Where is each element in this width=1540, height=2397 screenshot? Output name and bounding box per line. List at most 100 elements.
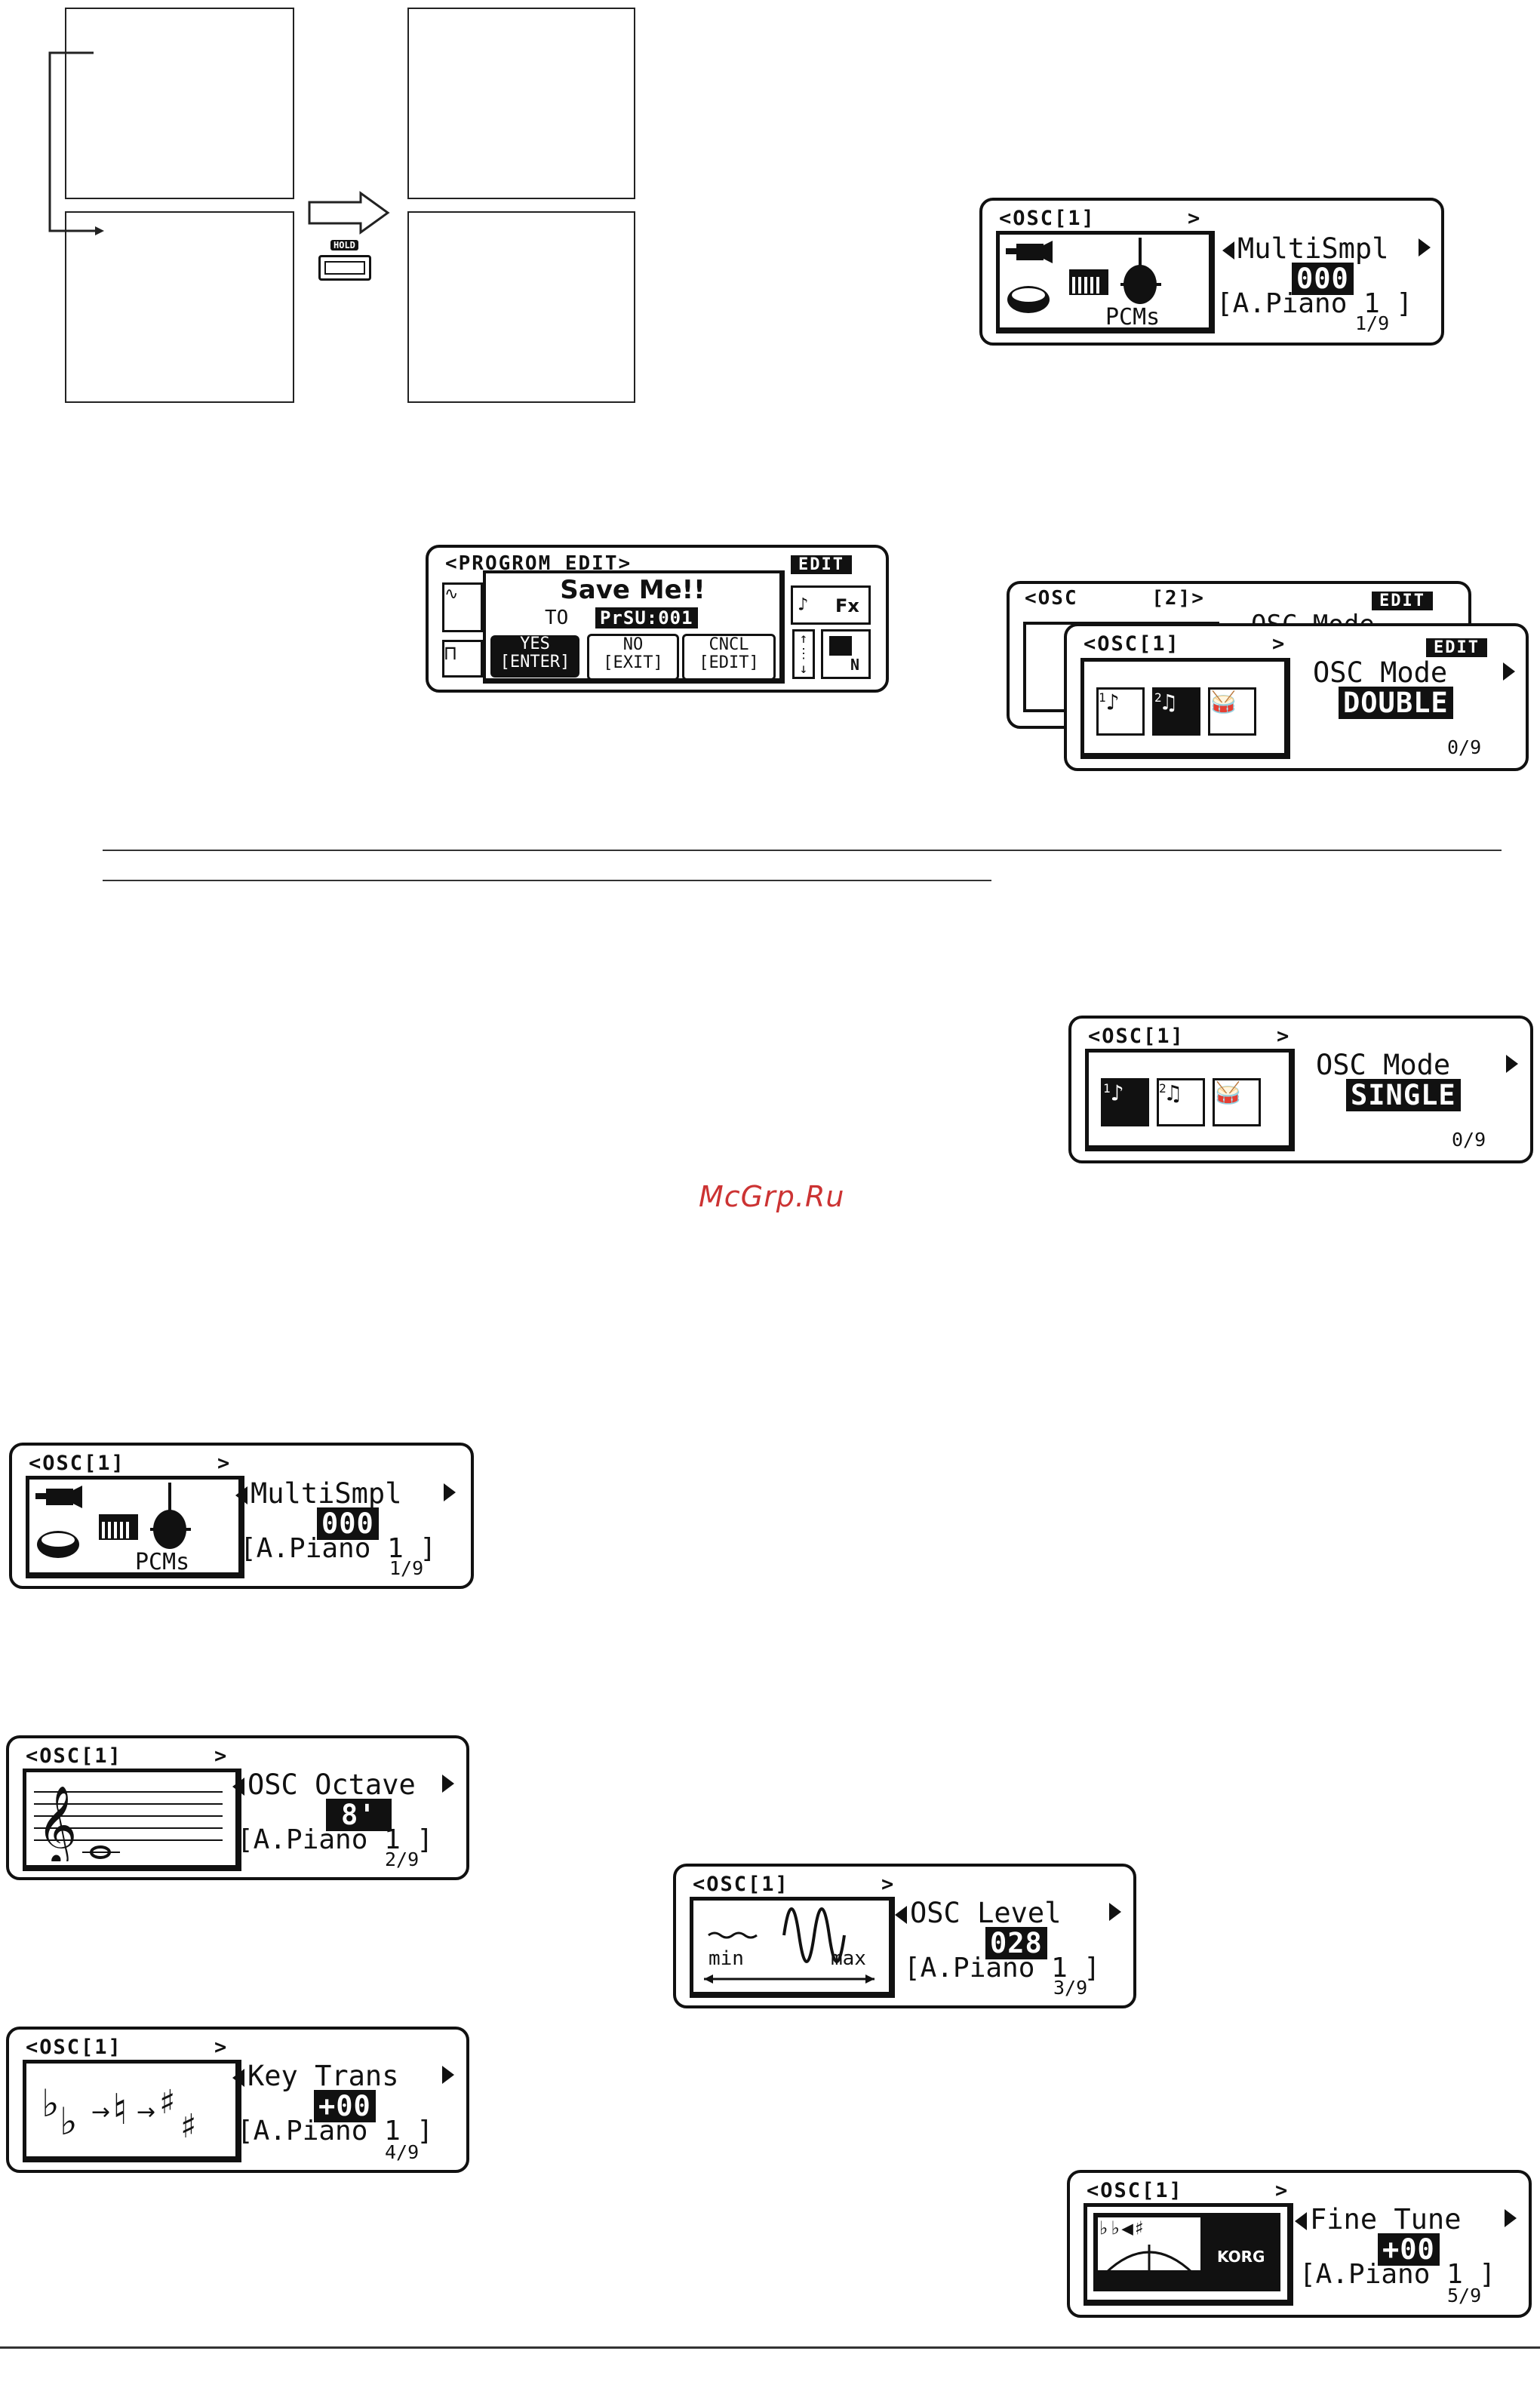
flow-connector-arrow [48, 51, 104, 235]
section-rule-long [103, 850, 1502, 851]
lcd-save-dialog: <PROGROM EDIT> EDIT ∿ ⊓ Save Me!! TO PrS… [426, 545, 889, 693]
next-param-icon[interactable] [1505, 2209, 1517, 2227]
next-param-icon[interactable] [1506, 1055, 1518, 1073]
param-value[interactable]: 8' [326, 1799, 392, 1831]
wave-level-icon [704, 1907, 875, 1984]
param-value[interactable]: 000 [317, 1507, 379, 1540]
svg-text:→: → [91, 2099, 110, 2125]
next-param-icon[interactable] [1503, 662, 1515, 681]
tuner-icon-box: ♭♭◀♯ KORG [1084, 2203, 1293, 2306]
sample-name: [A.Piano 1 ] [237, 2116, 434, 2147]
double-osc-tile: 2♫ [1152, 687, 1200, 736]
osc-mode-icon-box: 1♪ 2♫ 🥁 [1080, 658, 1290, 759]
section-rule-short [103, 880, 991, 881]
page-indicator: 1/9 [389, 1557, 424, 1579]
diagram-frame-top-left [65, 8, 294, 199]
drum-tile: 🥁 [1208, 687, 1256, 736]
lcd-title: <OSC[1] [999, 207, 1096, 230]
hold-button [318, 255, 371, 281]
sample-name: [A.Piano 1 ] [904, 1953, 1101, 1984]
param-name: MultiSmpl [1237, 232, 1389, 265]
prev-param-icon[interactable] [232, 1777, 244, 1796]
lcd-osc-mode-double: <OSC[1] > EDIT 1♪ 2♫ 🥁 OSC Mode DOUBLE 0… [1064, 623, 1529, 771]
big-right-arrow-icon [308, 191, 390, 235]
hold-switch[interactable]: HOLD [314, 240, 379, 284]
flat-natural-sharp-icon: ♭ ♭ → ♮ → ♯ ♯ [41, 2082, 196, 2146]
sample-name: [A.Piano 1 ] [1216, 288, 1413, 319]
svg-text:𝄞: 𝄞 [37, 1785, 77, 1861]
staff-icon-box: 𝄞 [23, 1769, 241, 1871]
lcd-multisample: <OSC[1] > PCMs MultiSmpl 000 [A.Piano 1 … [9, 1443, 474, 1589]
svg-text:♯: ♯ [159, 2083, 175, 2122]
prev-param-icon[interactable] [232, 2068, 244, 2087]
param-value[interactable]: DOUBLE [1339, 687, 1453, 719]
diagram-frame-bottom-right [407, 211, 635, 403]
page-indicator: 3/9 [1053, 1977, 1088, 1999]
page-indicator: 4/9 [385, 2141, 420, 2163]
save-popup: Save Me!! TO PrSU:001 YES[ENTER] NO[EXIT… [483, 570, 785, 684]
param-name: OSC Mode [1316, 1049, 1451, 1081]
edit-badge: EDIT [1426, 638, 1487, 657]
next-param-icon[interactable] [442, 1775, 454, 1793]
lcd-osc-level: <OSC[1] > min max OSC Level 028 [A.Piano… [673, 1864, 1136, 2008]
destination-value[interactable]: PrSU:001 [595, 607, 698, 628]
hold-label: HOLD [330, 240, 358, 250]
yes-button[interactable]: YES[ENTER] [490, 635, 579, 678]
lcd-key-trans: <OSC[1] > ♭ ♭ → ♮ → ♯ ♯ Key Trans +00 [A… [6, 2027, 469, 2173]
wave-icon-upper: ∿ [442, 582, 483, 632]
edit-badge: EDIT [791, 555, 852, 574]
pcm-label: PCMs [1105, 304, 1160, 330]
next-param-icon[interactable] [444, 1483, 456, 1501]
prev-param-icon [1222, 241, 1234, 260]
svg-text:♭: ♭ [60, 2100, 78, 2143]
page-indicator: 1/9 [1355, 312, 1390, 334]
prev-param-icon[interactable] [235, 1486, 247, 1504]
korg-logo: KORG [1217, 2248, 1265, 2266]
lcd-osc-octave: <OSC[1] > 𝄞 OSC Octave 8' [A.Piano 1 ] 2… [6, 1735, 469, 1880]
scroll-arrows-icon[interactable]: ↑⋮↓ [792, 629, 815, 679]
prev-param-icon[interactable] [1295, 2211, 1307, 2230]
param-value[interactable]: +00 [314, 2090, 376, 2122]
sample-name: [A.Piano 1 ] [240, 1533, 437, 1564]
page-indicator: 2/9 [385, 1848, 420, 1870]
svg-text:♭: ♭ [41, 2082, 60, 2125]
lcd-next-arrow: > [1188, 207, 1202, 230]
next-param-icon[interactable] [442, 2066, 454, 2084]
bottom-page-rule [0, 2346, 1540, 2349]
param-name: OSC Level [910, 1897, 1062, 1929]
param-name: OSC Mode [1313, 656, 1448, 689]
transpose-icon-box: ♭ ♭ → ♮ → ♯ ♯ [23, 2060, 241, 2162]
diagram-frame-bottom-left [65, 211, 294, 403]
lcd-fine-tune: <OSC[1] > ♭♭◀♯ KORG Fine Tune +00 [A.Pia… [1067, 2170, 1532, 2318]
next-page-icon[interactable]: N [821, 629, 871, 679]
max-label: max [831, 1947, 866, 1970]
sample-name: [A.Piano 1 ] [237, 1824, 434, 1855]
svg-text:♯: ♯ [180, 2107, 196, 2146]
level-icon-box: min max [690, 1897, 895, 1998]
param-value[interactable]: +00 [1378, 2233, 1440, 2266]
param-name: Key Trans [247, 2060, 399, 2092]
page-indicator: 0/9 [1447, 736, 1482, 758]
instruments-icon [35, 1483, 191, 1558]
prev-param-icon[interactable] [895, 1905, 907, 1924]
param-value[interactable]: 028 [985, 1927, 1047, 1959]
double-osc-tile: 2♫ [1157, 1078, 1205, 1126]
instruments-icon [1006, 238, 1161, 313]
to-label: TO [545, 607, 569, 629]
pcm-icon-box: PCMs [996, 231, 1215, 333]
min-label: min [709, 1947, 744, 1970]
tuner-icon: ♭♭◀♯ KORG [1093, 2213, 1280, 2291]
param-name: Fine Tune [1310, 2203, 1462, 2236]
diagram-frame-top-right [407, 8, 635, 199]
back-title: <OSC [1025, 587, 1078, 610]
wave-icon-lower: ⊓ [442, 640, 483, 678]
cancel-button[interactable]: CNCL[EDIT] [682, 634, 776, 681]
fx-icon: ♪ Fx [791, 585, 871, 625]
no-button[interactable]: NO[EXIT] [587, 634, 679, 681]
next-param-icon[interactable] [1109, 1903, 1121, 1921]
param-value[interactable]: SINGLE [1346, 1079, 1461, 1111]
svg-text:♮: ♮ [112, 2085, 128, 2134]
pcm-label: PCMs [135, 1549, 190, 1575]
param-value[interactable]: 000 [1292, 263, 1354, 295]
next-param-icon[interactable] [1419, 238, 1431, 257]
